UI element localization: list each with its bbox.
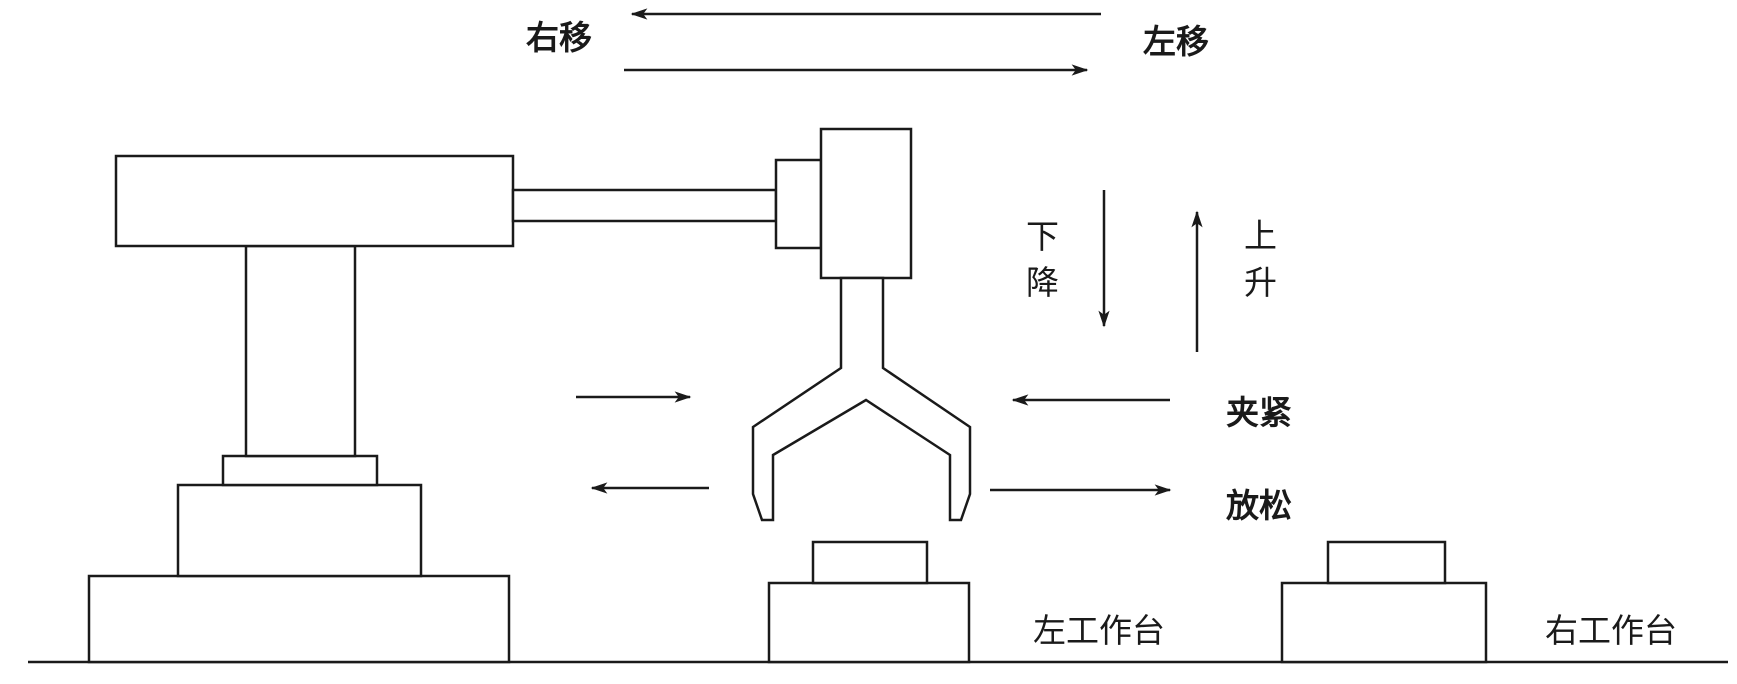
label-left-table: 左工作台 (1033, 611, 1165, 650)
robot-base-bottom (87, 574, 511, 664)
label-descend-1: 下 (1026, 217, 1059, 256)
label-release: 放松 (1226, 486, 1292, 525)
left-table-workpiece (811, 540, 929, 585)
right-table-workpiece (1326, 540, 1447, 585)
right-table (1280, 581, 1488, 664)
label-right-table: 右工作台 (1545, 611, 1677, 650)
robot-arm-housing (114, 154, 515, 248)
robot-base-collar (221, 454, 379, 487)
left-table (767, 581, 971, 664)
robot-arm-rod (511, 188, 778, 223)
arm-connector (774, 158, 823, 250)
label-move-right: 右移 (526, 18, 592, 57)
label-ascend-1: 上 (1244, 216, 1277, 255)
gripper (751, 276, 972, 522)
label-descend-2: 降 (1026, 263, 1059, 302)
label-ascend-2: 升 (1244, 263, 1277, 302)
label-move-left: 左移 (1143, 22, 1209, 61)
robot-base-middle (176, 483, 423, 578)
label-clamp: 夹紧 (1226, 393, 1292, 432)
arm-head (819, 127, 913, 280)
robot-column (244, 244, 357, 458)
